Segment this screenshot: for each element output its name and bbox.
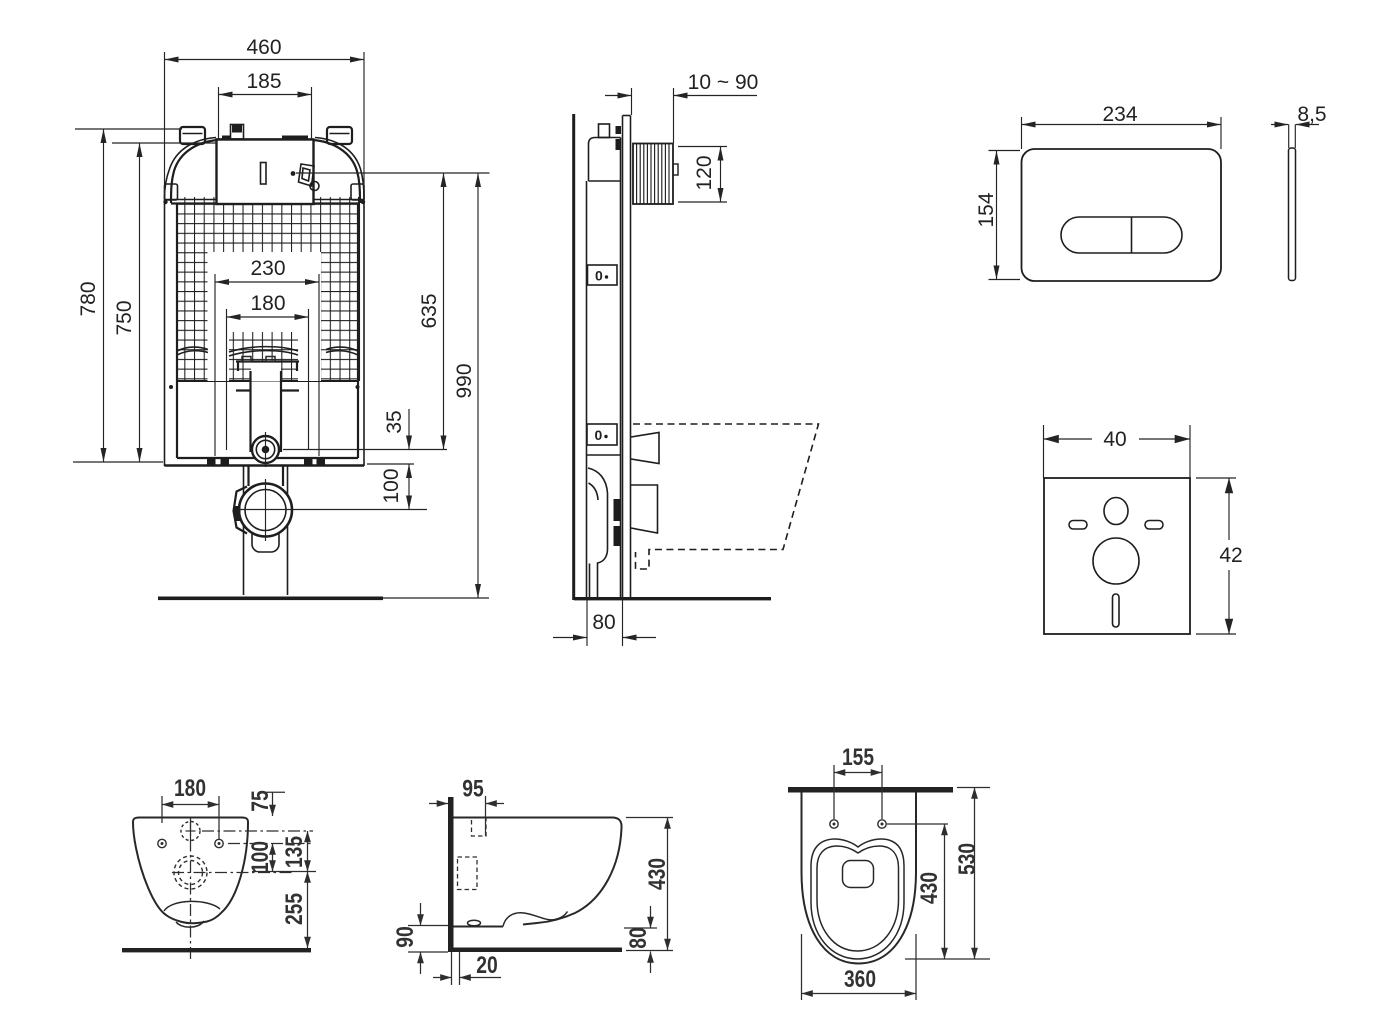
svg-text:255: 255 [281,893,308,925]
svg-text:8,5: 8,5 [1297,103,1326,126]
svg-text:42: 42 [1219,544,1242,567]
svg-text:90: 90 [392,926,419,948]
svg-text:360: 360 [844,966,876,993]
svg-text:135: 135 [281,836,308,868]
svg-text:780: 780 [77,281,100,316]
svg-text:80: 80 [592,611,615,634]
svg-text:20: 20 [476,952,498,979]
svg-text:430: 430 [916,872,943,904]
svg-text:35: 35 [383,410,406,433]
svg-text:100: 100 [380,468,403,503]
svg-text:990: 990 [453,363,476,398]
svg-text:230: 230 [250,257,285,280]
svg-text:185: 185 [246,70,281,93]
svg-text:95: 95 [462,776,484,803]
svg-text:234: 234 [1102,103,1137,126]
svg-text:10 ~ 90: 10 ~ 90 [688,71,759,94]
svg-text:120: 120 [693,155,716,190]
svg-text:100: 100 [247,841,274,873]
svg-text:750: 750 [113,300,136,335]
svg-text:0: 0 [595,427,603,443]
svg-text:80: 80 [625,927,652,949]
svg-text:75: 75 [247,790,274,812]
svg-text:154: 154 [975,192,998,227]
svg-text:460: 460 [246,36,281,59]
svg-text:0: 0 [595,268,603,284]
svg-text:155: 155 [842,744,874,771]
svg-text:180: 180 [250,292,285,315]
svg-text:635: 635 [418,293,441,328]
svg-text:180: 180 [174,775,206,802]
svg-text:40: 40 [1103,428,1126,451]
svg-text:530: 530 [954,843,981,875]
